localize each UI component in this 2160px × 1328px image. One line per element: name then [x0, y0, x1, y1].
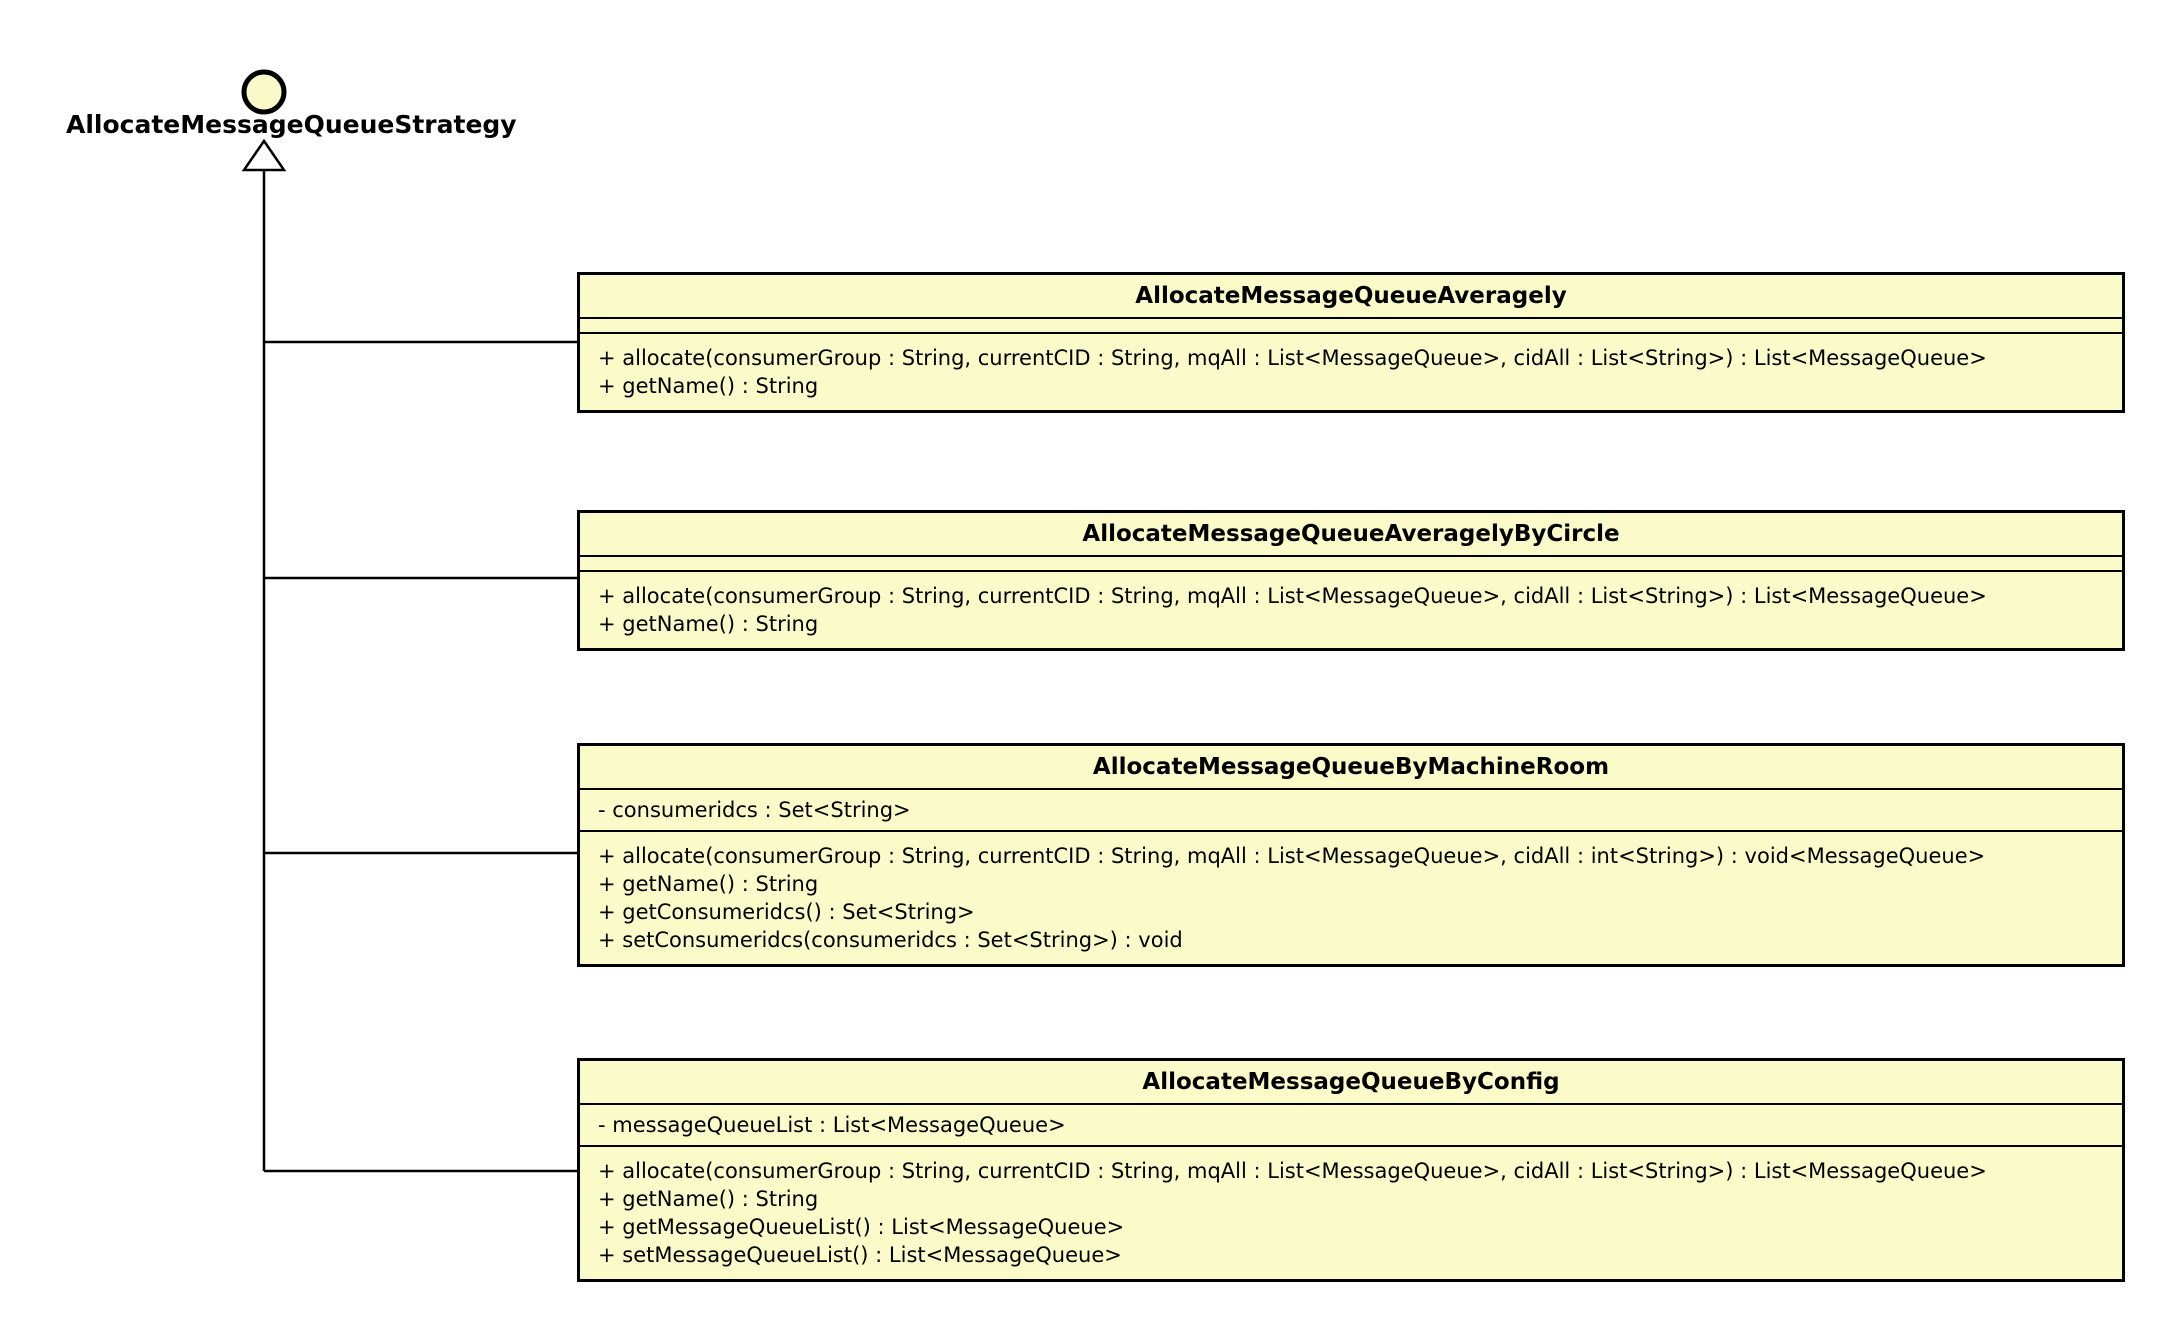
method-signature: + getName() : String: [598, 1187, 819, 1211]
interface-lollipop-icon: [241, 69, 287, 115]
method-signature: + getName() : String: [598, 612, 819, 636]
class-methods-compartment: + allocate(consumerGroup : String, curre…: [580, 1147, 2122, 1279]
attribute-signature: - consumeridcs : Set<String>: [598, 798, 911, 822]
class-attributes-compartment: - messageQueueList : List<MessageQueue>: [580, 1105, 2122, 1147]
class-methods-compartment: + allocate(consumerGroup : String, curre…: [580, 572, 2122, 648]
method-signature: + setMessageQueueList() : List<MessageQu…: [598, 1243, 1122, 1267]
realization-triangle-icon: [241, 138, 287, 172]
class-attributes-compartment: [580, 557, 2122, 572]
method-signature: + getConsumeridcs() : Set<String>: [598, 900, 975, 924]
method-signature: + allocate(consumerGroup : String, curre…: [598, 1159, 1987, 1183]
class-title: AllocateMessageQueueByConfig: [580, 1061, 2122, 1105]
interface-name-label: AllocateMessageQueueStrategy: [66, 110, 517, 139]
class-attributes-compartment: - consumeridcs : Set<String>: [580, 790, 2122, 832]
class-box-allocate-message-queue-averagely-by-circle: AllocateMessageQueueAveragelyByCircle + …: [577, 510, 2125, 651]
method-signature: + allocate(consumerGroup : String, curre…: [598, 584, 1987, 608]
class-attributes-compartment: [580, 319, 2122, 334]
class-box-allocate-message-queue-averagely: AllocateMessageQueueAveragely + allocate…: [577, 272, 2125, 413]
method-signature: + allocate(consumerGroup : String, curre…: [598, 346, 1987, 370]
method-signature: + getMessageQueueList() : List<MessageQu…: [598, 1215, 1125, 1239]
class-box-allocate-message-queue-by-machine-room: AllocateMessageQueueByMachineRoom - cons…: [577, 743, 2125, 967]
method-signature: + allocate(consumerGroup : String, curre…: [598, 844, 1986, 868]
method-signature: + getName() : String: [598, 872, 819, 896]
method-signature: + getName() : String: [598, 374, 819, 398]
class-title: AllocateMessageQueueAveragely: [580, 275, 2122, 319]
class-methods-compartment: + allocate(consumerGroup : String, curre…: [580, 334, 2122, 410]
class-box-allocate-message-queue-by-config: AllocateMessageQueueByConfig - messageQu…: [577, 1058, 2125, 1282]
class-title: AllocateMessageQueueAveragelyByCircle: [580, 513, 2122, 557]
attribute-signature: - messageQueueList : List<MessageQueue>: [598, 1113, 1066, 1137]
method-signature: + setConsumeridcs(consumeridcs : Set<Str…: [598, 928, 1183, 952]
class-title: AllocateMessageQueueByMachineRoom: [580, 746, 2122, 790]
class-methods-compartment: + allocate(consumerGroup : String, curre…: [580, 832, 2122, 964]
